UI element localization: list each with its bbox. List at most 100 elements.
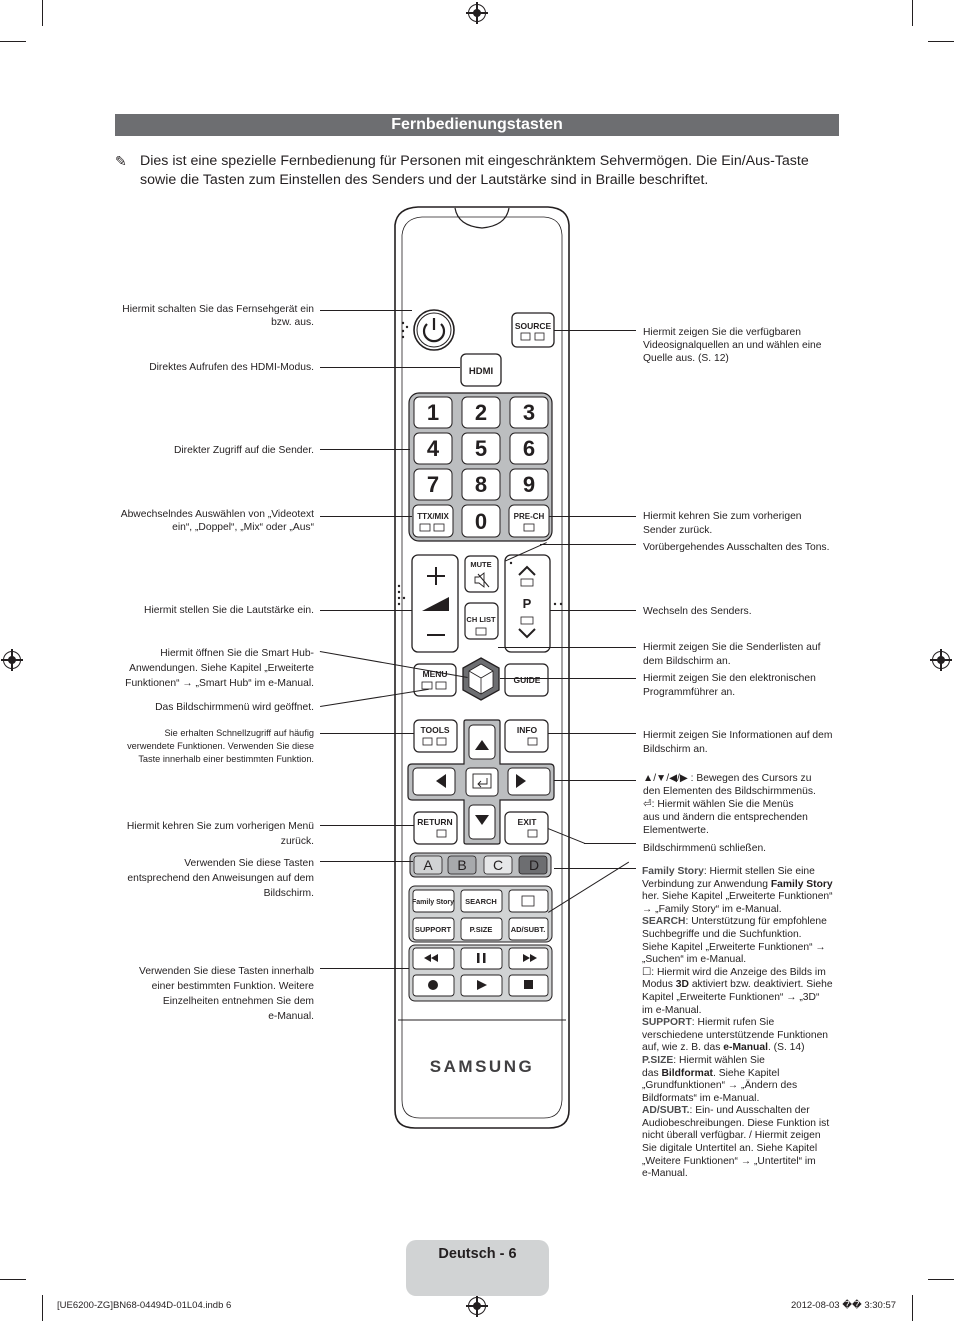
digit-6-button[interactable]: 6 [509,432,549,465]
digit-2-button[interactable]: 2 [461,396,501,429]
term-inline: e-Manual [723,1042,768,1054]
support-description: SUPPORT: Hiermit rufen Sie [642,1017,847,1030]
p-size-button[interactable]: P.SIZE [460,917,503,941]
intro-note: ✎ Dies ist eine spezielle Fernbedienung … [115,152,845,190]
pre-ch-button[interactable]: PRE-CH [508,504,550,538]
hdmi-button[interactable]: HDMI [460,353,502,387]
term: AD/SUBT. [642,1105,690,1117]
dpad-left-button[interactable] [412,767,456,796]
callout-channel: Wechseln des Senders. [643,605,848,618]
leader-line [500,678,636,679]
color-key-c-button[interactable]: C [483,855,513,875]
callout-line: ein“, „Doppel“, „Mix“ oder „Aus“ [172,522,314,533]
registration-mark-icon [930,649,952,671]
digit-3-button[interactable]: 3 [509,396,549,429]
tools-button[interactable]: TOOLS [413,719,458,753]
term-inline: 3D [675,979,689,991]
color-key-a-button[interactable]: A [413,855,443,875]
desc-line: „Suchen“ im e-Manual. [642,954,747,966]
term: Family Story [642,866,704,877]
mute-label: MUTE [470,560,491,569]
digit-0-button[interactable]: 0 [461,504,501,538]
term-inline: Bildformat [661,1067,713,1079]
3d-button[interactable] [508,889,549,913]
exit-label: EXIT [518,817,538,827]
callout-line: Sie erhalten Schnellzugriff auf häufig [164,728,314,738]
ttx-mix-button[interactable]: TTX/MIX [412,504,454,538]
desc: aktiviert bzw. deaktiviert. Siehe [691,979,833,991]
desc: auf, wie z. B. das [642,1042,721,1054]
callout-line: Verwenden Sie diese Tasten innerhalb [139,966,314,977]
rewind-button[interactable] [412,947,455,970]
digit-1-button[interactable]: 1 [413,396,453,429]
page-number-tab [406,1240,549,1296]
digit-5-button[interactable]: 5 [461,432,501,465]
search-button[interactable]: SEARCH [460,889,503,913]
desc: : Hiermit stellen Sie eine [703,866,815,877]
dpad-enter-button[interactable] [465,767,499,797]
callout-line: Sender zurück. [643,525,713,536]
digit-9-button[interactable]: 9 [509,468,549,501]
digit-8-button[interactable]: 8 [461,468,501,501]
desc-line: „Grundfunktionen“ → „Ändern des [642,1080,798,1092]
search-label: SEARCH [465,897,497,906]
dpad-up-button[interactable] [468,724,496,760]
dpad-down-button[interactable] [468,804,496,840]
fast-forward-button[interactable] [508,947,549,970]
callout-line: Hiermit zeigen Sie die Senderlisten auf [643,642,821,653]
leader-line [554,868,636,869]
callout-line: Direktes Aufrufen des HDMI-Modus. [149,362,314,373]
exit-button[interactable]: EXIT [504,811,549,845]
return-button[interactable]: RETURN [413,811,458,845]
guide-button[interactable]: GUIDE [504,663,549,697]
registration-mark-icon [1,649,23,671]
support-button[interactable]: SUPPORT [412,917,455,941]
dpad-right-button[interactable] [507,767,551,796]
callout-line: ⏎: Hiermit wählen Sie die Menüs [643,799,794,810]
info-button[interactable]: INFO [504,719,549,753]
digit-label: 6 [523,436,535,461]
pre-ch-label: PRE-CH [514,512,545,521]
callout-line: Hiermit zeigen Sie den elektronischen [643,673,816,684]
desc-line: e-Manual. [642,1168,688,1180]
crop-mark [928,41,954,42]
menu-button[interactable]: MENU [413,663,457,697]
channel-rocker[interactable]: P [504,554,551,653]
pause-button[interactable] [460,947,503,970]
p-size-description: P.SIZE: Hiermit wählen Sie [642,1055,847,1068]
volume-rocker[interactable] [411,554,459,653]
desc-line: Bildformats“ im e-Manual. [642,1092,760,1104]
callout-line: Direkter Zugriff auf die Sender. [173,445,314,456]
power-button[interactable] [413,309,455,351]
digit-label: 1 [427,400,439,425]
play-button[interactable] [460,974,503,997]
stop-button[interactable] [508,974,549,997]
support-label: SUPPORT [415,925,452,934]
record-button[interactable] [412,974,455,997]
color-key-label: A [423,857,433,873]
mute-button[interactable]: MUTE [464,555,499,593]
callout-power: Hiermit schalten Sie das Fernsehgerät ei… [80,303,314,329]
family-story-button[interactable]: Family Story [412,889,455,913]
brand-logo: SAMSUNG [430,1057,534,1076]
callout-line: Verwenden Sie diese Tasten [184,858,314,869]
callout-smart-hub: Hiermit öffnen Sie die Smart Hub- Anwend… [80,646,314,691]
callout-line: zurück. [280,836,314,847]
digit-7-button[interactable]: 7 [413,468,453,501]
leader-line [554,330,636,331]
desc-line: nicht überall verfügbar. / Hiermit zeige… [642,1130,821,1142]
ch-list-button[interactable]: CH LIST [464,602,499,640]
leader-line [550,610,636,611]
desc: : Hiermit wird die Anzeige des Bilds im [651,966,826,978]
digit-4-button[interactable]: 4 [413,432,453,465]
callout-line: Bildschirmmenü schließen. [643,843,767,854]
smart-hub-button[interactable] [462,657,500,701]
callout-line: aus und ändern die entsprechenden [643,812,808,823]
3d-description: ☐: Hiermit wird die Anzeige des Bilds im [642,967,847,980]
color-key-b-button[interactable]: B [447,855,477,875]
color-key-d-button[interactable]: D [518,855,548,875]
ad-subt-button[interactable]: AD/SUBT. [508,917,549,941]
callout-line: Hiermit stellen Sie die Lautstärke ein. [144,605,314,616]
callout-line: Videosignalquellen an und wählen eine [643,340,822,351]
source-button[interactable]: SOURCE [511,312,555,348]
